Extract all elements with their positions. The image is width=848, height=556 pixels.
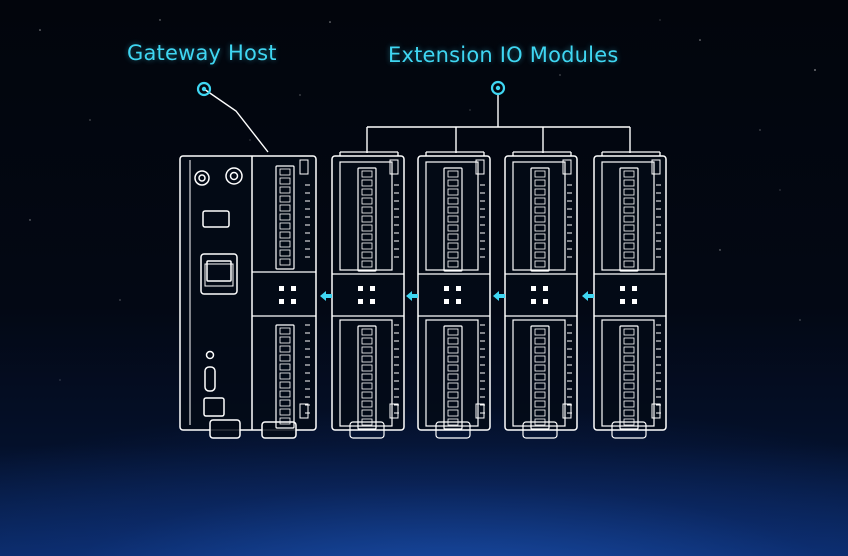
extension-callout-bracket <box>366 95 631 153</box>
extension-io-modules <box>331 151 667 439</box>
cooling-ribs <box>480 184 485 258</box>
cooling-ribs <box>305 184 310 258</box>
terminal-block <box>275 324 295 429</box>
cooling-ribs <box>394 324 399 414</box>
terminal-block <box>443 167 463 272</box>
arrow-left-icon <box>320 291 332 301</box>
io-module-3 <box>504 151 578 439</box>
arrow-left-icon <box>406 291 418 301</box>
callout-marker-extension <box>490 80 506 96</box>
arrow-left-icon <box>493 291 505 301</box>
terminal-block <box>530 325 550 430</box>
io-module-2 <box>417 151 491 439</box>
data-flow-arrows <box>320 291 594 301</box>
status-led-grid <box>279 286 296 304</box>
gateway-host-module <box>179 155 317 439</box>
cooling-ribs <box>394 184 399 258</box>
terminal-block <box>275 165 295 270</box>
cooling-ribs <box>656 184 661 258</box>
status-led-grid <box>531 286 548 304</box>
status-led-grid <box>444 286 461 304</box>
terminal-block <box>443 325 463 430</box>
gateway-callout-line <box>203 88 269 153</box>
io-module-4 <box>593 151 667 439</box>
callout-marker-gateway <box>196 81 212 97</box>
cooling-ribs <box>567 184 572 258</box>
status-led-grid <box>358 286 375 304</box>
terminal-block <box>619 167 639 272</box>
arrow-left-icon <box>582 291 594 301</box>
gateway-host-label: Gateway Host <box>127 41 277 65</box>
io-module-1 <box>331 151 405 439</box>
terminal-block <box>357 167 377 272</box>
cooling-ribs <box>656 324 661 414</box>
status-led-grid <box>620 286 637 304</box>
terminal-block <box>357 325 377 430</box>
extension-io-modules-label: Extension IO Modules <box>388 43 619 67</box>
terminal-block <box>530 167 550 272</box>
